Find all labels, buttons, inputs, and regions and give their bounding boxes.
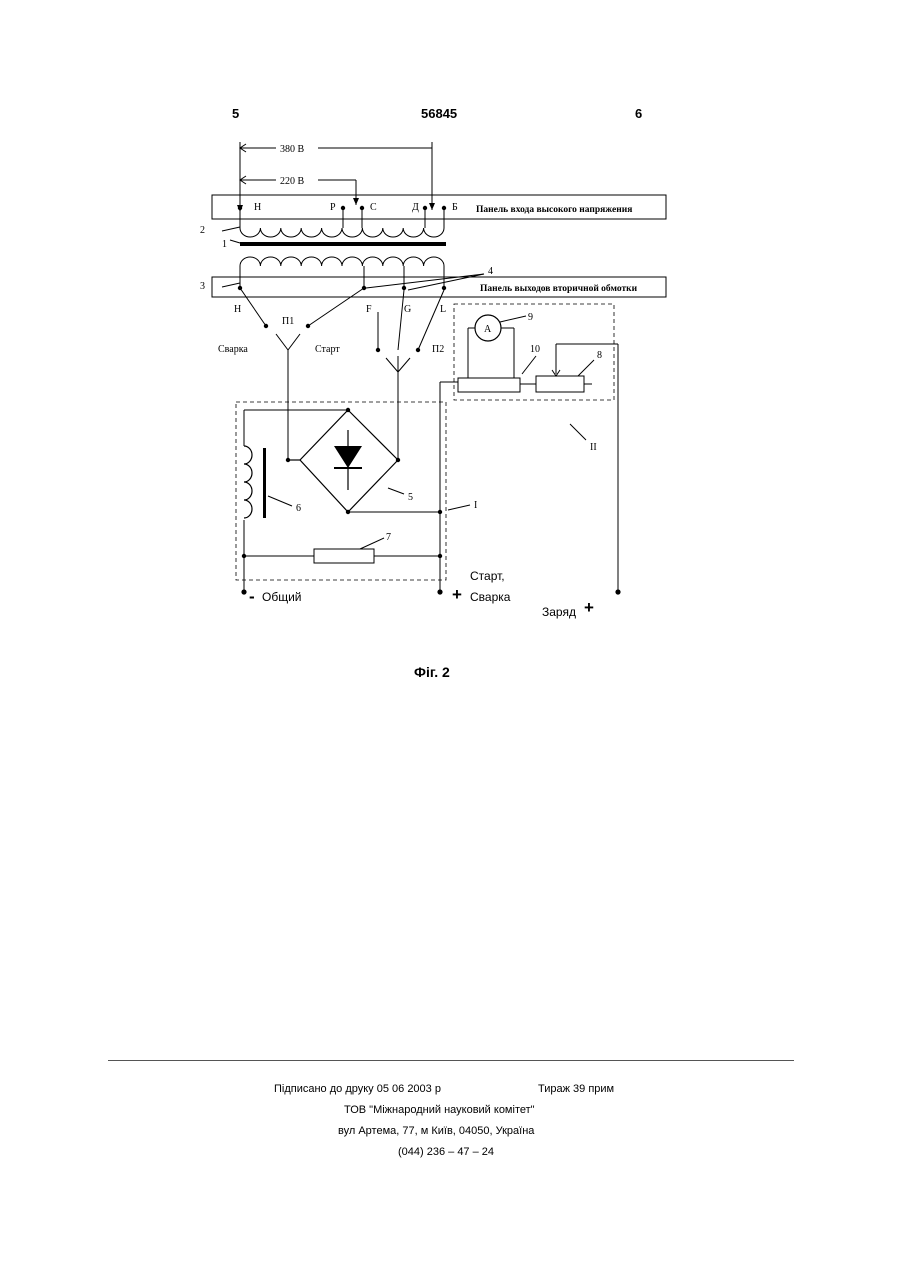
footer-address: вул Артема, 77, м Київ, 04050, Україна [338,1125,534,1137]
footer-phone: (044) 236 – 47 – 24 [398,1146,494,1158]
ref-8: 8 [597,350,602,361]
terminal-welding-label: Сварка [470,590,511,604]
figure-caption: Фіг. 2 [414,664,450,680]
ref-7: 7 [386,532,391,543]
terminal-N-out: Н [234,304,241,315]
terminal-F: F [366,304,372,315]
ref-6: 6 [296,503,301,514]
footer-organization: ТОВ "Міжнародний науковий комітет" [344,1104,535,1116]
terminal-L: L [440,304,446,315]
bridge-rectifier [288,410,398,512]
transformer-core [240,242,446,246]
secondary-winding [240,257,444,288]
ammeter-label: A [484,324,492,335]
ref-3: 3 [200,281,205,292]
terminal-B: Б [452,202,458,213]
block-i-label: I [474,500,477,511]
diode-icon [334,430,362,490]
rheostat-8 [536,376,584,392]
start-label: Старт [315,344,340,355]
ref-10: 10 [530,344,540,355]
terminal-D: Д [412,202,419,213]
footer-signed: Підписано до друку 05 06 2003 р [274,1083,441,1095]
voltage-220-label: 220 В [280,176,305,187]
circuit-diagram: 380 В 220 В Панель входа высокого напряж… [0,0,900,700]
ref-4: 4 [488,266,493,277]
switch-p2-wiring [378,290,444,460]
terminal-R: Р [330,202,336,213]
common-minus-sign: - [249,587,255,606]
switch-p2-label: П2 [432,344,444,355]
terminal-common-label: Общий [262,590,302,604]
footer-divider [108,1060,794,1061]
inductor-core [263,448,266,518]
welding-label: Сварка [218,344,248,355]
shunt-10 [458,378,520,392]
terminal-N-in: Н [254,202,261,213]
voltage-380-label: 380 В [280,144,305,155]
footer-circulation: Тираж 39 прим [538,1083,614,1095]
terminal-charge-label: Заряд [542,605,576,619]
voltage-dimensions [240,142,432,212]
inductor-choke [244,446,252,518]
charge-plus-sign: + [584,598,594,617]
output-terminal-dots [238,286,446,290]
terminal-start-label: Старт, [470,569,505,583]
input-panel-label: Панель входа высокого напряжения [476,205,632,215]
block-i-outline [236,402,446,580]
output-panel-label: Панель выходов вторичной обмотки [480,283,638,294]
switch-p1-label: П1 [282,316,294,327]
ref-5: 5 [408,492,413,503]
ref-1: 1 [222,239,227,250]
block-ii-wiring [468,328,618,592]
ref-2: 2 [200,225,205,236]
ref-9: 9 [528,312,533,323]
resistor-7 [314,549,374,563]
terminal-G: G [404,304,411,315]
terminal-S: С [370,202,377,213]
block-ii-label: II [590,442,597,453]
switch-p1-wiring [240,288,364,460]
start-welding-plus-sign: + [452,585,462,604]
